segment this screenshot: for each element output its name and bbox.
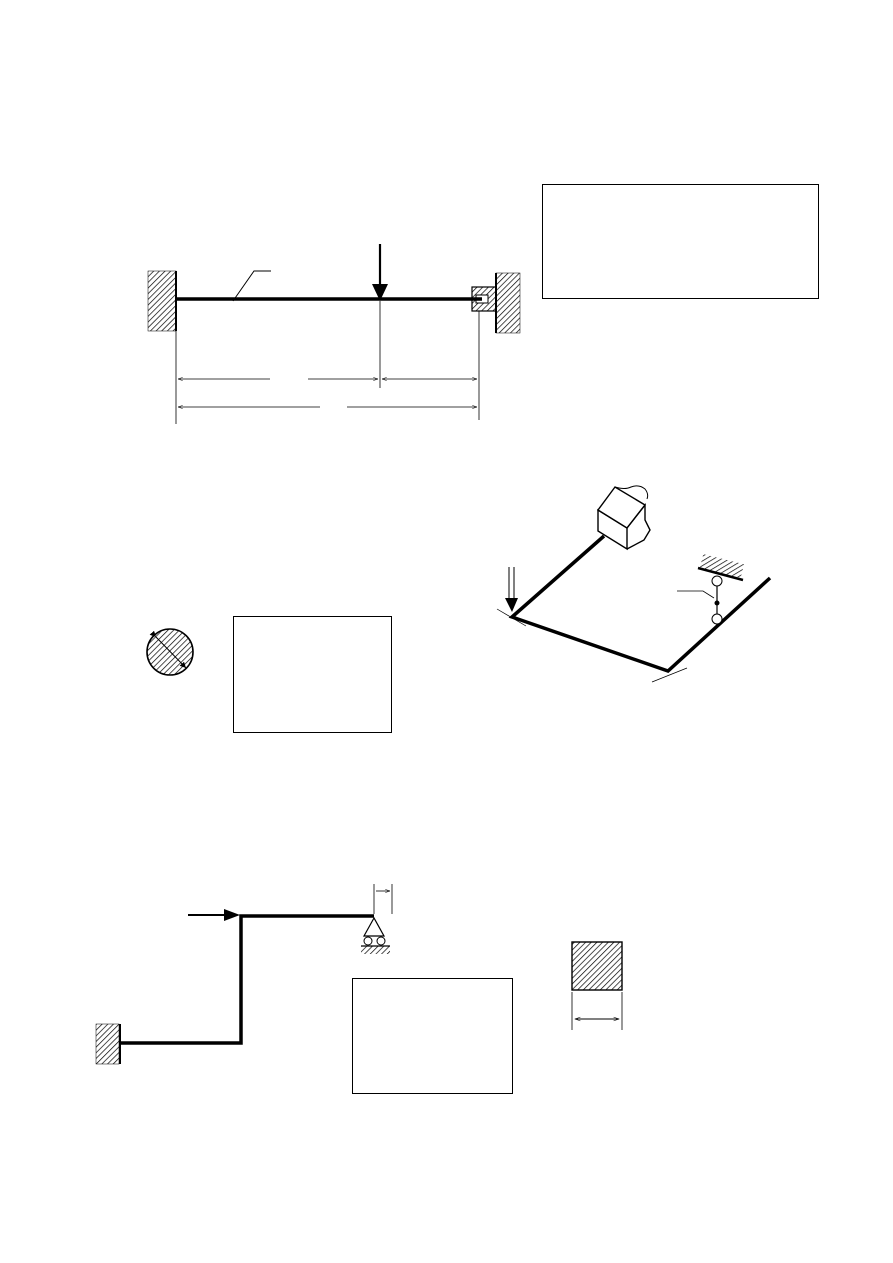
corner-tick-right xyxy=(651,667,688,683)
ceiling-support-line xyxy=(697,566,744,582)
diameter-dimension xyxy=(149,630,187,669)
fixed-block-break xyxy=(614,485,649,500)
ceiling-support xyxy=(699,554,745,578)
figure-2-section xyxy=(146,628,194,676)
figure-1-beam-diagram xyxy=(147,244,521,424)
fixed-block-side xyxy=(626,502,651,550)
load-arrow-head xyxy=(372,284,388,301)
right-wall-support xyxy=(495,272,521,334)
link-leader-line xyxy=(677,590,715,599)
frame-load-arrow-head xyxy=(505,598,518,612)
roller-left xyxy=(363,936,373,946)
figure-1-data-box xyxy=(542,184,819,299)
frame-member xyxy=(508,534,772,673)
link-top-pin xyxy=(711,575,723,587)
frame-fixed-wall xyxy=(95,1023,120,1065)
link-bottom-pin xyxy=(711,613,723,625)
roller-right xyxy=(376,936,386,946)
horizontal-load-arrow-head xyxy=(224,909,240,921)
figure-3-data-box xyxy=(352,978,513,1094)
roller-support-triangle xyxy=(362,916,386,937)
beam-leader-line xyxy=(232,270,271,302)
link-middle-pin xyxy=(714,600,720,606)
left-wall-support xyxy=(147,270,177,332)
bent-frame xyxy=(120,914,374,1045)
square-cross-section xyxy=(571,941,623,991)
figure-3-square-section xyxy=(571,941,623,1030)
figure-2-data-box xyxy=(233,616,392,733)
roller-ground-hatch xyxy=(361,946,390,954)
corner-tick-left xyxy=(496,608,527,627)
figure-2-spatial-frame xyxy=(496,485,772,683)
figure-3-frame xyxy=(95,884,393,1065)
